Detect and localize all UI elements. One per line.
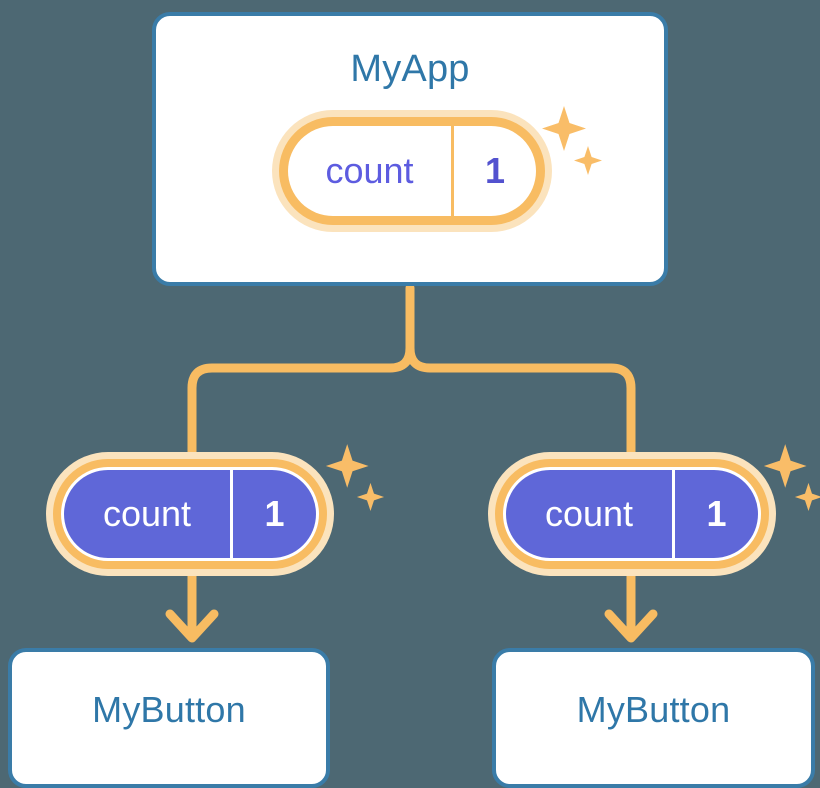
state-pill-value: 1	[706, 493, 727, 534]
connector-branch-left	[187, 343, 415, 457]
myapp-title: MyApp	[350, 48, 470, 90]
state-pill-body: count 1	[61, 467, 319, 561]
mybutton-card-right: MyButton	[492, 648, 815, 788]
sparkle-star-small	[794, 482, 820, 512]
mybutton-title: MyButton	[92, 689, 246, 730]
state-pill-ring: count 1	[279, 117, 545, 225]
mybutton-card-left: MyButton	[8, 648, 330, 788]
state-pill-value: 1	[484, 150, 506, 191]
state-pill-myapp: count 1	[272, 110, 552, 232]
sparkle-star-small	[356, 482, 385, 512]
sparkle-star-large	[763, 444, 807, 488]
state-pill-child-right: count 1	[488, 452, 776, 576]
connector-branch-right	[405, 343, 636, 457]
state-pill-value: 1	[264, 493, 285, 534]
state-pill-body: count 1	[503, 467, 761, 561]
arrow-head-left	[165, 609, 219, 643]
diagram-canvas: MyApp count 1 count 1	[8, 12, 820, 788]
arrow-head-right	[604, 609, 658, 643]
mybutton-title: MyButton	[576, 689, 731, 730]
state-pill-child-left: count 1	[46, 452, 334, 576]
state-pill-key: count	[506, 470, 675, 558]
state-pill-body: count 1	[288, 126, 536, 216]
state-pill-ring: count 1	[495, 459, 769, 569]
state-pill-key: count	[64, 470, 233, 558]
state-pill-ring: count 1	[53, 459, 327, 569]
sparkle-star-large	[325, 444, 369, 488]
state-pill-key: count	[288, 126, 454, 216]
